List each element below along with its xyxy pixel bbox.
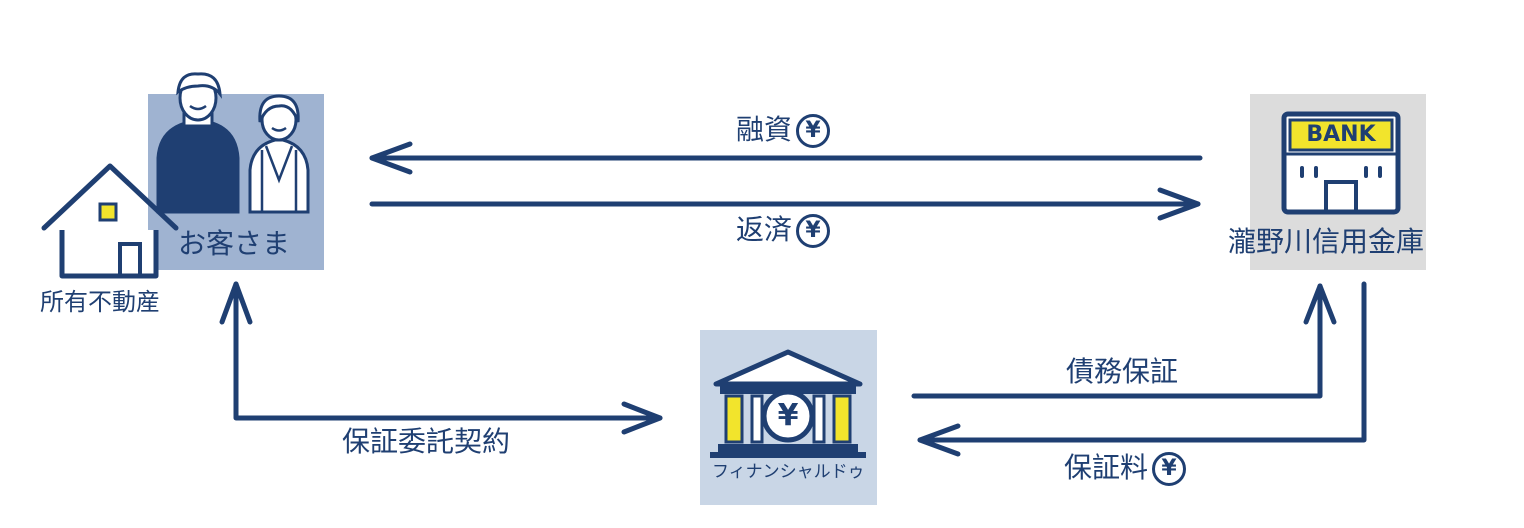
repayment-arrow bbox=[369, 187, 1201, 221]
loan-label: 融資¥ bbox=[736, 113, 831, 148]
bank-label: 瀧野川信用金庫 bbox=[1228, 225, 1425, 258]
guarantee-fee-label: 保証料¥ bbox=[1064, 451, 1187, 486]
repayment-text: 返済 bbox=[736, 213, 793, 246]
guarantee-fee-yen-icon: ¥ bbox=[1152, 452, 1187, 486]
property-label: 所有不動産 bbox=[40, 288, 160, 316]
loan-yen-icon: ¥ bbox=[796, 114, 831, 148]
debt-guarantee-arrow bbox=[911, 283, 1337, 399]
institution-yen-glyph: ¥ bbox=[777, 398, 799, 433]
loan-text: 融資 bbox=[736, 113, 793, 146]
repayment-label: 返済¥ bbox=[736, 213, 831, 248]
guarantor-label: フィナンシャルドゥ bbox=[712, 462, 865, 482]
institution-icon bbox=[710, 349, 866, 458]
debt-guarantee-label: 債務保証 bbox=[1066, 355, 1179, 388]
guarantee-fee-arrow bbox=[917, 281, 1367, 457]
repayment-yen-icon: ¥ bbox=[796, 214, 831, 248]
guarantee-contract-label: 保証委託契約 bbox=[342, 425, 511, 458]
bank-sign-text: BANK bbox=[1306, 122, 1376, 147]
man-icon bbox=[156, 72, 240, 214]
customer-label: お客さま bbox=[178, 227, 291, 260]
guarantee-contract-arrow bbox=[219, 281, 663, 435]
house-icon bbox=[41, 163, 179, 279]
loan-arrow bbox=[369, 141, 1203, 175]
woman-icon bbox=[248, 94, 310, 214]
bank-icon bbox=[1281, 111, 1401, 215]
guarantee-fee-text: 保証料 bbox=[1064, 451, 1149, 484]
